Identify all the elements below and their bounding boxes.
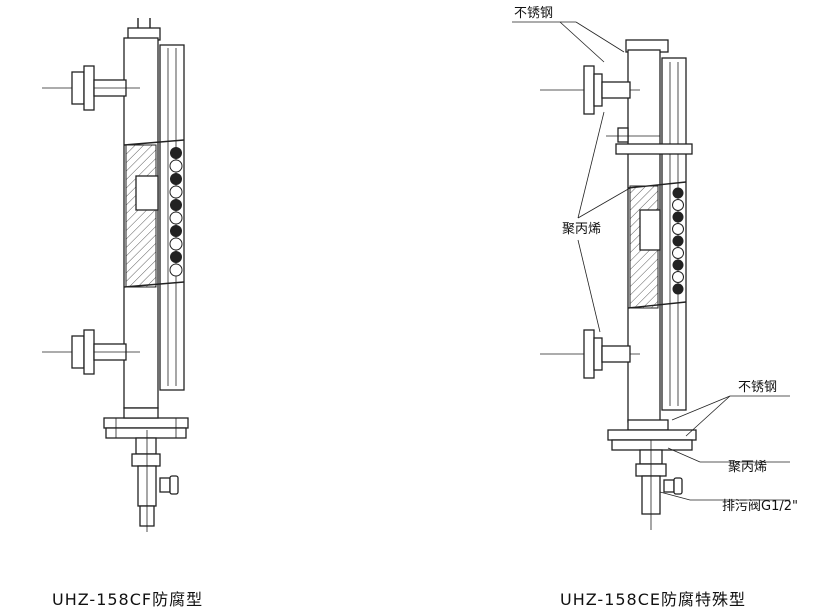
float-section-right <box>627 181 687 309</box>
indicator-balls-right <box>672 187 684 295</box>
bottom-flange <box>103 407 189 439</box>
label-stainless-top: 不锈钢 <box>514 6 553 21</box>
label-stainless-bottom: 不锈钢 <box>738 380 777 395</box>
leader-lines <box>512 21 790 501</box>
left-gauge: UHZ-158CF防腐型 <box>42 18 203 609</box>
clamp-band <box>615 143 693 155</box>
drain-valve <box>131 430 179 532</box>
right-caption: UHZ-158CE防腐特殊型 <box>560 590 746 609</box>
lower-flange <box>42 329 140 375</box>
upper-flange-right <box>540 65 640 115</box>
bottom-flange-right <box>607 419 697 451</box>
label-polypropylene-mid: 聚丙烯 <box>562 222 601 237</box>
float-section <box>123 139 185 288</box>
upper-flange <box>42 65 140 111</box>
label-drain-valve: 排污阀G1/2" <box>722 499 798 514</box>
label-polypropylene-bottom: 聚丙烯 <box>728 460 767 475</box>
drain-valve-right <box>635 440 683 530</box>
left-caption: UHZ-158CF防腐型 <box>52 590 203 609</box>
lower-flange-right <box>540 329 640 379</box>
right-gauge: 不锈钢 聚丙烯 不锈钢 聚丙烯 排污阀G1/2" UHZ-158CE防腐特殊型 <box>512 6 798 609</box>
indicator-balls <box>169 147 183 277</box>
indicator-rail-right <box>661 57 687 411</box>
